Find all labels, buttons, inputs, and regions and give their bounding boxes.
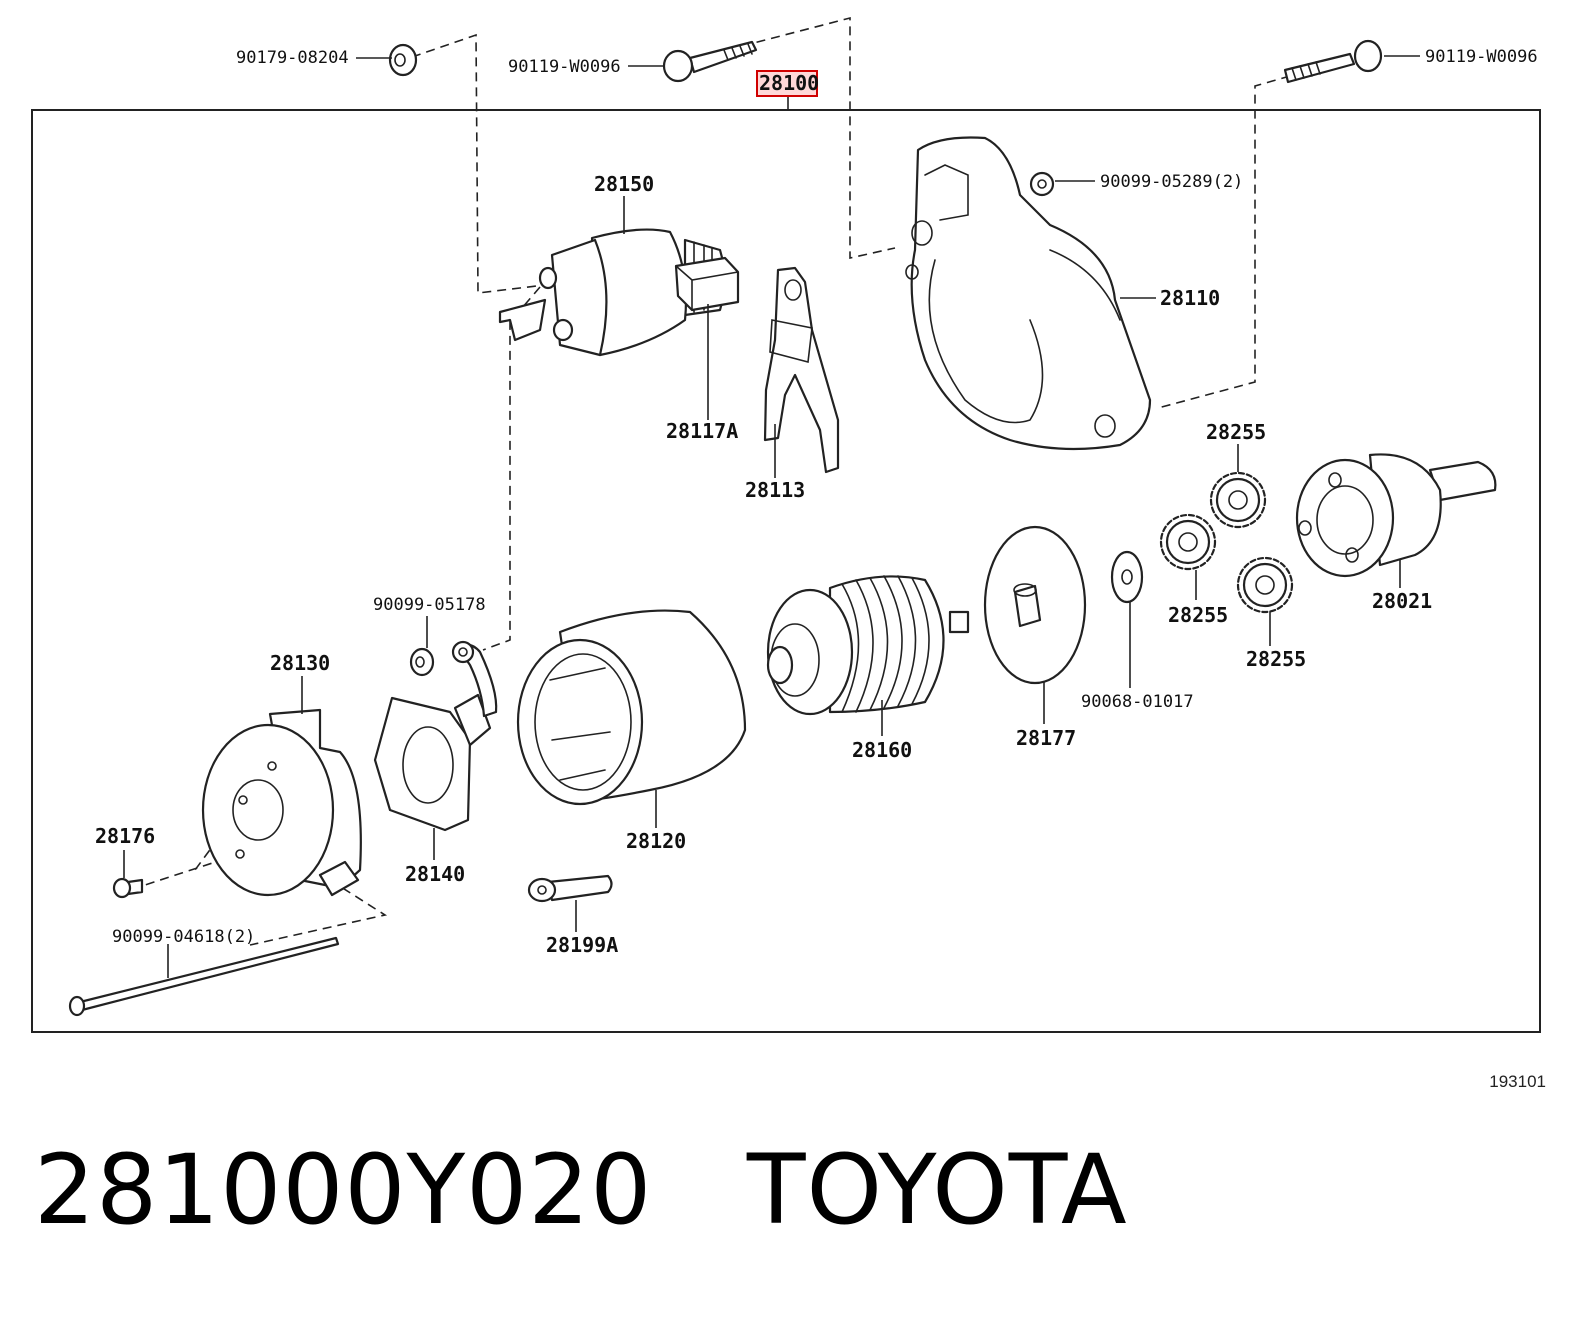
bolt-90099-04618 bbox=[68, 936, 340, 1017]
washer-90068-01017 bbox=[1110, 550, 1144, 604]
part-caption: 281000Y020 TOYOTA bbox=[34, 1142, 1128, 1238]
label-90119-w0096-left: 90119-W0096 bbox=[508, 57, 621, 77]
label-28140: 28140 bbox=[405, 862, 465, 886]
label-28150: 28150 bbox=[594, 172, 654, 196]
plate-28177 bbox=[983, 525, 1087, 685]
terminal-28199a bbox=[527, 874, 613, 903]
label-28130: 28130 bbox=[270, 651, 330, 675]
assembly-frame bbox=[31, 109, 1541, 1033]
end-frame-28130 bbox=[201, 708, 362, 897]
bolt-90119-w0096-right bbox=[1283, 39, 1383, 84]
label-90099-05289: 90099-05289(2) bbox=[1100, 172, 1243, 192]
label-28110: 28110 bbox=[1160, 286, 1220, 310]
nut-90099-05178 bbox=[409, 647, 435, 677]
part-labels: 90179-08204 90119-W0096 28100 90119-W009… bbox=[95, 47, 1538, 957]
label-28100: 28100 bbox=[759, 71, 819, 95]
label-28255-bottom: 28255 bbox=[1246, 647, 1306, 671]
label-90099-05178: 90099-05178 bbox=[373, 595, 486, 615]
gear-28255-bottom bbox=[1236, 556, 1294, 614]
label-28160: 28160 bbox=[852, 738, 912, 762]
gear-28255-top bbox=[1209, 471, 1267, 529]
seal-28117a bbox=[674, 256, 740, 312]
brush-holder-28140 bbox=[373, 640, 498, 832]
label-90119-w0096-right: 90119-W0096 bbox=[1425, 47, 1538, 67]
label-28021: 28021 bbox=[1372, 589, 1432, 613]
bolt-90099-05289 bbox=[1029, 171, 1055, 197]
label-28120: 28120 bbox=[626, 829, 686, 853]
housing-28110 bbox=[905, 136, 1152, 451]
highlight-box-28100 bbox=[756, 70, 818, 97]
armature-28160 bbox=[766, 575, 970, 716]
label-90068-01017: 90068-01017 bbox=[1081, 692, 1194, 712]
label-28199a: 28199A bbox=[546, 933, 618, 957]
lever-28113 bbox=[763, 266, 840, 474]
leader-lines bbox=[123, 55, 1420, 978]
label-28177: 28177 bbox=[1016, 726, 1076, 750]
label-90099-04618: 90099-04618(2) bbox=[112, 927, 255, 947]
label-28117a: 28117A bbox=[666, 419, 738, 443]
label-28255-top: 28255 bbox=[1206, 420, 1266, 444]
part-number: 281000Y020 bbox=[34, 1134, 653, 1246]
brand-name: TOYOTA bbox=[746, 1134, 1128, 1246]
yoke-28120 bbox=[516, 609, 747, 806]
nut-90179-08204 bbox=[388, 43, 418, 77]
label-28255-mid: 28255 bbox=[1168, 603, 1228, 627]
bolt-90119-w0096-left bbox=[662, 40, 758, 83]
screw-28176 bbox=[112, 877, 144, 899]
label-28113: 28113 bbox=[745, 478, 805, 502]
label-28176: 28176 bbox=[95, 824, 155, 848]
figure-code: 193101 bbox=[1489, 1072, 1546, 1091]
carrier-28021 bbox=[1295, 453, 1497, 578]
gear-28255-mid bbox=[1159, 513, 1217, 571]
label-90179-08204: 90179-08204 bbox=[236, 48, 349, 68]
